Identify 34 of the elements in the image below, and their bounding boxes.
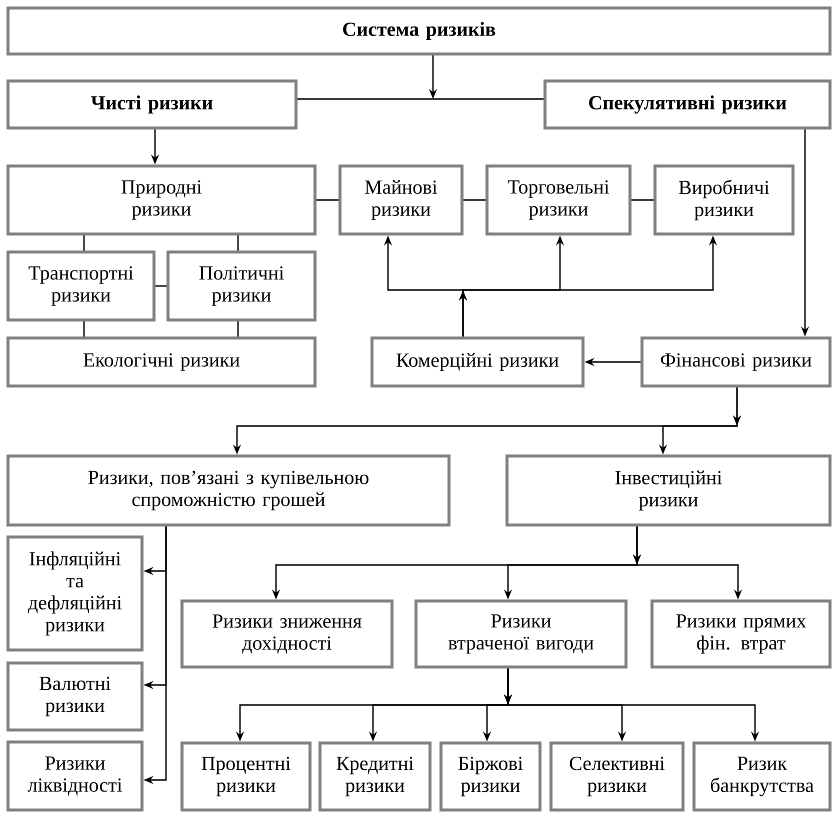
- category-box: Ризики, пов’язані з купівельною спроможністю грошей: [6, 454, 450, 526]
- connector-line: [156, 285, 166, 287]
- connector-line: [316, 199, 338, 201]
- category-box: Процентні ризики: [180, 742, 312, 812]
- connector-line: [237, 236, 239, 250]
- category-box: Інфляційні та дефляційні ризики: [6, 536, 144, 652]
- connector-line: [83, 236, 85, 250]
- category-box: Фінансові ризики: [640, 336, 832, 388]
- category-box: Політичні ризики: [166, 250, 316, 322]
- connector-line: [632, 199, 654, 201]
- category-box: Кредитні ризики: [318, 742, 432, 812]
- connector-line: [298, 98, 544, 100]
- connector-line: [83, 322, 85, 336]
- category-box: Екологічні ризики: [6, 336, 316, 388]
- category-box: Біржові ризики: [440, 742, 542, 812]
- category-box: Ризики зниження дохідності: [180, 600, 394, 668]
- category-box: Транспортні ризики: [6, 250, 156, 322]
- title-box: Система ризиків: [6, 6, 832, 56]
- category-box: Спекулятивні ризики: [544, 80, 832, 130]
- connector-line: [237, 322, 239, 336]
- category-box: Торговельні ризики: [486, 164, 632, 236]
- category-box: Майнові ризики: [338, 164, 464, 236]
- category-box: Ризики ліквідності: [6, 740, 144, 812]
- category-box: Ризик банкрутства: [692, 742, 832, 812]
- category-box: Селективні ризики: [550, 742, 684, 812]
- category-box: Валютні ризики: [6, 662, 144, 732]
- category-box: Природні ризики: [6, 164, 316, 236]
- category-box: Виробничі ризики: [654, 164, 794, 236]
- category-box: Інвестиційні ризики: [506, 454, 832, 526]
- category-box: Ризики прямих фін. втрат: [650, 600, 832, 668]
- category-box: Ризики втраченої вигоди: [414, 600, 628, 668]
- category-box: Комерційні ризики: [370, 336, 584, 388]
- category-box: Чисті ризики: [6, 80, 298, 130]
- connector-line: [464, 199, 486, 201]
